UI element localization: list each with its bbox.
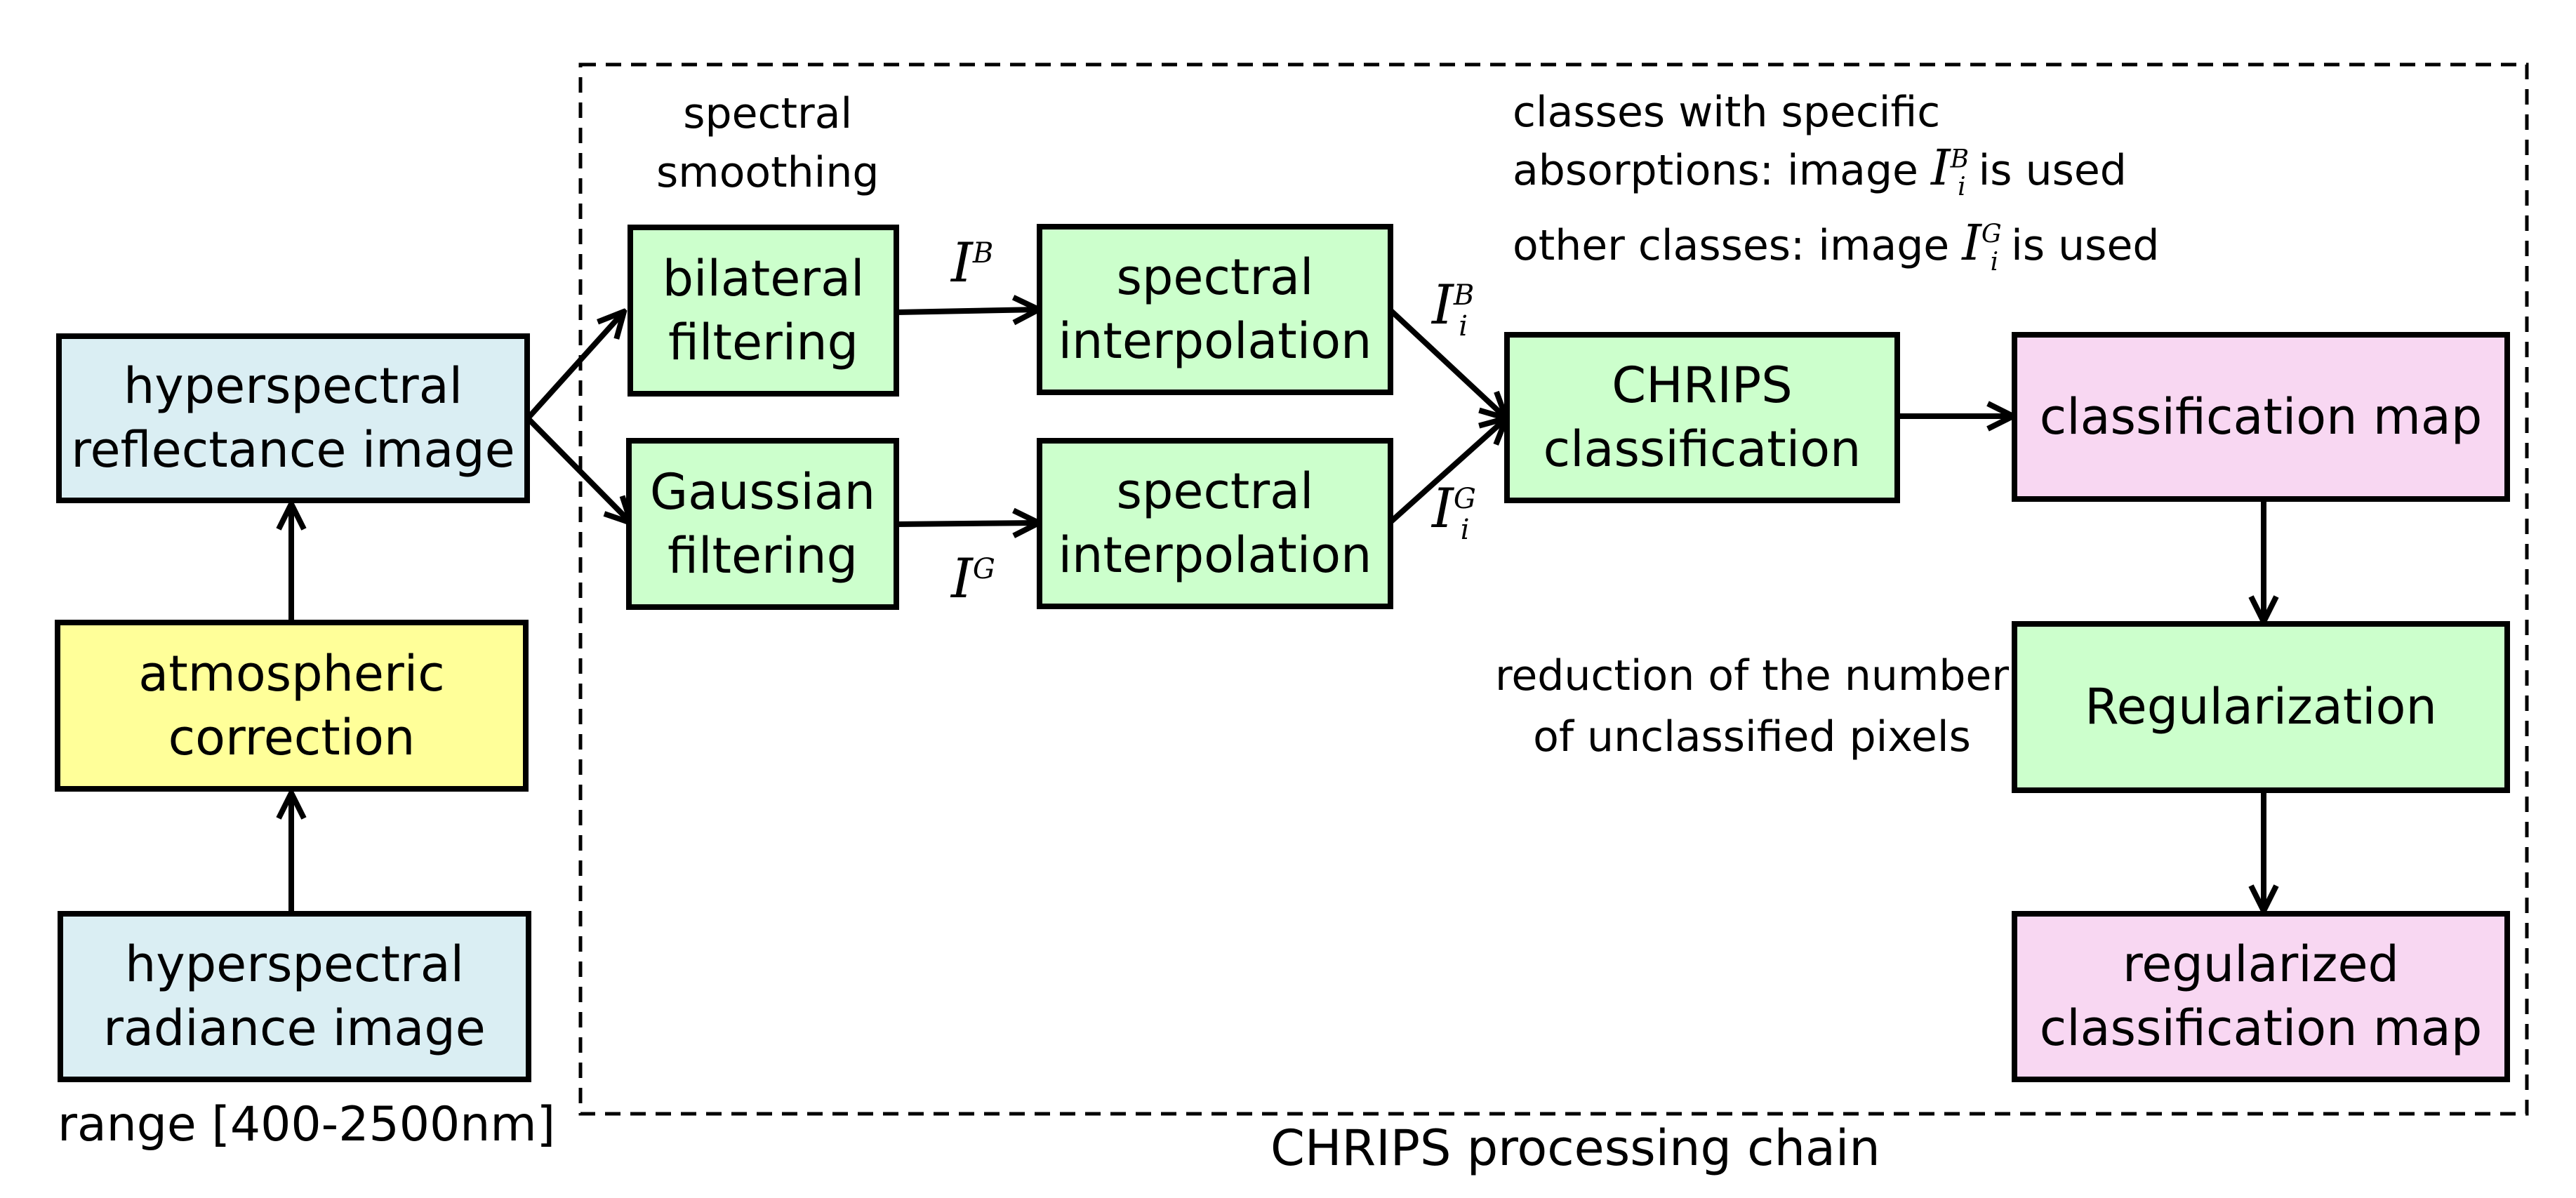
processing-chain-boundary	[578, 62, 2529, 1116]
gaussian-filtering-box: Gaussian filtering	[626, 438, 899, 610]
arrow-reflectance-to-gaussian	[526, 416, 631, 523]
arrow-interp-top-to-chrips	[1389, 309, 1506, 418]
symbol-ig: IG	[951, 547, 995, 611]
notes-line-2-prefix: absorptions: image	[1513, 145, 1918, 195]
arrow-interp-bottom-to-chrips	[1389, 418, 1506, 524]
atmospheric-correction-label: atmospheric correction	[138, 644, 445, 766]
notes-line-2: absorptions: image IBi is used	[1513, 139, 2127, 201]
notes-line-2-symbol: IBi	[1930, 139, 1970, 201]
interpolation-bottom-label: spectral interpolation	[1058, 462, 1372, 584]
interpolation-top-box: spectral interpolation	[1037, 224, 1393, 395]
reduction-label: reduction of the number of unclassified …	[1495, 651, 2009, 761]
spectral-smoothing-label: spectral smoothing	[656, 89, 879, 197]
arrow-bilateral-to-interp-top	[896, 310, 1039, 312]
arrow-gaussian-to-interp-bottom	[894, 523, 1039, 524]
chrips-classification-box: CHRIPS classification	[1504, 332, 1900, 503]
reflectance-image-label: hyperspectral reflectance image	[71, 357, 515, 479]
regularization-label: Regularization	[2085, 678, 2437, 736]
notes-line-3-suffix: is used	[2011, 220, 2160, 270]
bilateral-filtering-box: bilateral filtering	[628, 225, 899, 397]
atmospheric-correction-box: atmospheric correction	[55, 620, 529, 792]
bilateral-filtering-label: bilateral filtering	[662, 249, 865, 371]
symbol-iig: IGi	[1432, 477, 1476, 546]
classification-map-box: classification map	[2012, 332, 2510, 502]
notes-line-1: classes with specific	[1513, 88, 1941, 137]
notes-line-3: other classes: image IGi is used	[1513, 214, 2159, 277]
arrow-reflectance-to-bilateral	[526, 312, 624, 420]
gaussian-filtering-label: Gaussian filtering	[649, 462, 876, 585]
range-label: range [400-2500nm]	[58, 1097, 556, 1152]
notes-line-3-symbol: IGi	[1962, 214, 2002, 277]
symbol-ib: IB	[951, 232, 994, 295]
symbol-iib: IBi	[1432, 274, 1475, 342]
regularization-box: Regularization	[2012, 621, 2510, 793]
interpolation-bottom-box: spectral interpolation	[1037, 438, 1393, 609]
chrips-classification-label: CHRIPS classification	[1543, 357, 1861, 478]
notes-line-3-prefix: other classes: image	[1513, 220, 1950, 270]
regularized-classification-map-box: regularized classification map	[2012, 911, 2510, 1082]
radiance-image-box: hyperspectral radiance image	[58, 911, 531, 1082]
interpolation-top-label: spectral interpolation	[1058, 248, 1372, 370]
classification-map-label: classification map	[2039, 387, 2483, 446]
radiance-image-label: hyperspectral radiance image	[103, 936, 486, 1057]
notes-line-2-suffix: is used	[1978, 145, 2127, 195]
regularized-classification-map-label: regularized classification map	[2039, 936, 2483, 1057]
chain-title: CHRIPS processing chain	[1270, 1119, 1880, 1177]
reflectance-image-box: hyperspectral reflectance image	[56, 333, 530, 503]
